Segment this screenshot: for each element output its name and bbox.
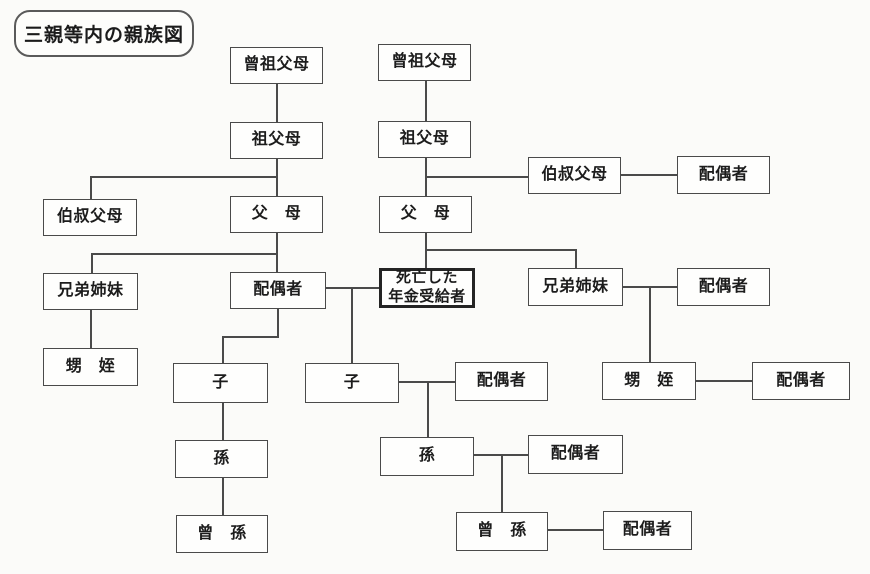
child-center-spouse-box: 配偶者 <box>455 362 548 401</box>
parents-left-box: 父 母 <box>230 196 323 233</box>
child-center-box: 子 <box>305 363 399 403</box>
siblings-right-spouse-box: 配偶者 <box>677 268 770 306</box>
connector-line <box>91 253 278 255</box>
child-left-box: 子 <box>173 363 268 403</box>
connector-line <box>425 81 427 121</box>
siblings-right-box: 兄弟姉妹 <box>528 268 623 306</box>
connector-line <box>425 176 528 178</box>
nephews-nieces-right-spouse-box: 配偶者 <box>752 362 850 400</box>
connector-line <box>696 380 752 382</box>
grandparents-right-box: 祖父母 <box>378 121 471 158</box>
connector-line <box>548 529 603 531</box>
connector-line <box>649 286 651 362</box>
grandchild-center-box: 孫 <box>380 437 474 476</box>
connector-line <box>425 249 577 251</box>
connector-line <box>91 253 93 273</box>
parents-right-box: 父 母 <box>379 196 472 233</box>
great-grandparents-right-box: 曾祖父母 <box>378 44 471 81</box>
grandchild-center-spouse-box: 配偶者 <box>528 435 623 474</box>
connector-line <box>222 336 279 338</box>
grandparents-left-box: 祖父母 <box>230 122 323 159</box>
connector-line <box>222 478 224 515</box>
connector-line <box>276 84 278 122</box>
connector-line <box>351 287 353 363</box>
connector-line <box>277 309 279 337</box>
connector-line <box>427 381 429 437</box>
connector-line <box>222 403 224 440</box>
connector-line <box>90 176 92 199</box>
grandchild-left-box: 孫 <box>175 440 268 478</box>
great-grandchild-center-box: 曾 孫 <box>456 512 548 551</box>
great-grandchild-left-box: 曾 孫 <box>176 515 268 553</box>
uncles-aunts-right-spouse-box: 配偶者 <box>677 156 770 194</box>
connector-line <box>90 310 92 348</box>
connector-line <box>90 176 278 178</box>
great-grandparents-left-box: 曾祖父母 <box>230 47 323 84</box>
great-grandchild-center-spouse-box: 配偶者 <box>603 511 692 550</box>
connector-line <box>621 174 677 176</box>
uncles-aunts-right-box: 伯叔父母 <box>528 157 621 194</box>
connector-line <box>575 249 577 268</box>
diagram-title: 三親等内の親族図 <box>14 10 194 57</box>
nephews-nieces-right-box: 甥 姪 <box>602 362 696 400</box>
uncles-aunts-left-box: 伯叔父母 <box>43 199 137 236</box>
nephews-nieces-left-box: 甥 姪 <box>43 348 138 386</box>
connector-line <box>501 454 503 512</box>
connector-line <box>222 336 224 363</box>
connector-line <box>276 233 278 272</box>
siblings-left-box: 兄弟姉妹 <box>43 273 138 310</box>
deceased-pension-recipient-box: 死亡した 年金受給者 <box>379 268 475 308</box>
spouse-of-deceased-box: 配偶者 <box>230 272 326 309</box>
